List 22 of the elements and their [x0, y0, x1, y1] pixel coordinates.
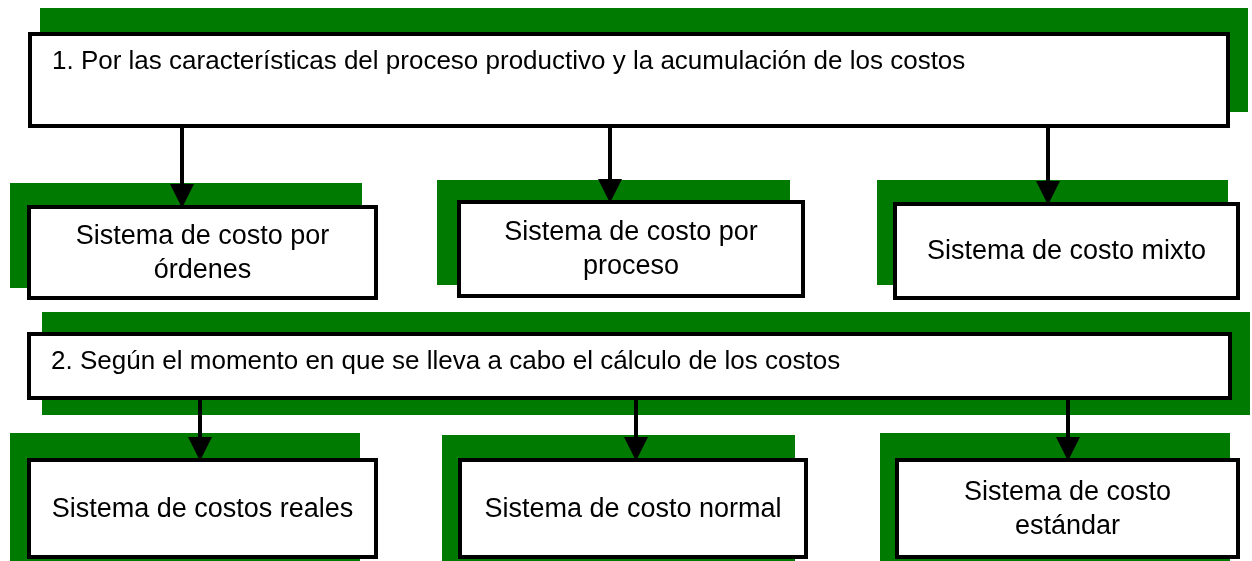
- box-text: Sistema de costos reales: [51, 491, 354, 525]
- text-box: [458, 458, 808, 559]
- box-text: Sistema de costo por proceso: [503, 215, 759, 282]
- text-box: [27, 205, 378, 300]
- box-text: 2. Según el momento en que se lleva a cabo el cálculo de los costos: [51, 344, 841, 377]
- text-box: [457, 200, 805, 298]
- arrow: [170, 128, 194, 208]
- text-box: [893, 202, 1240, 300]
- text-box: [28, 32, 1230, 128]
- arrow: [188, 400, 212, 461]
- box-text: Sistema de costo normal: [484, 491, 782, 525]
- text-box: [27, 332, 1232, 400]
- text-box: [27, 458, 378, 559]
- arrow: [598, 128, 622, 203]
- box-text: 1. Por las características del proceso productivo y la acumulación de los costos: [52, 44, 966, 77]
- arrow: [1036, 128, 1060, 205]
- arrow: [624, 400, 648, 461]
- box-text: Sistema de costo mixto: [926, 234, 1207, 268]
- box-text: Sistema de costo por órdenes: [74, 218, 331, 286]
- box-text: Sistema de costo estándar: [962, 474, 1173, 542]
- text-box: [895, 458, 1240, 559]
- arrow: [1056, 400, 1080, 461]
